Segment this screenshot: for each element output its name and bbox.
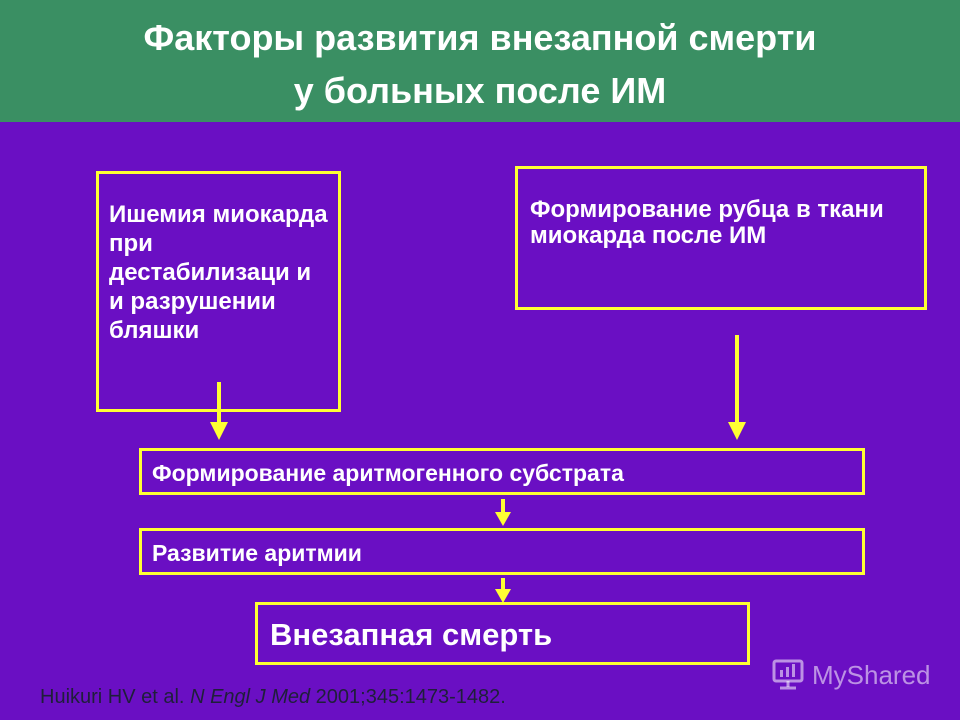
- scar-text-line-1: Формирование рубца в ткани: [530, 196, 884, 223]
- scar-box: Формирование рубца в ткани миокарда посл…: [515, 166, 927, 310]
- ischemia-box: Ишемия миокарда при дестабилизаци и и ра…: [96, 171, 341, 412]
- arrow-substrate-to-arrhythmia: [495, 499, 511, 526]
- arrow-ischemia-to-substrate: [210, 382, 228, 440]
- sudden-death-text: Внезапная смерть: [270, 617, 553, 652]
- substrate-text: Формирование аритмогенного субстрата: [152, 460, 624, 486]
- title-line-2: у больных после ИМ: [293, 70, 667, 111]
- presentation-icon: [772, 659, 804, 690]
- ischemia-text: Ишемия миокарда при дестабилизаци и и ра…: [109, 201, 328, 344]
- title-banner: Факторы развития внезапной смерти у боль…: [0, 0, 960, 122]
- arrow-arrhythmia-to-death: [495, 578, 511, 603]
- citation-authors: Huikuri HV et al.: [40, 686, 191, 708]
- arrhythmia-box: Развитие аритмии: [139, 528, 865, 575]
- arrhythmogenic-substrate-box: Формирование аритмогенного субстрата: [139, 448, 865, 495]
- sudden-death-box: Внезапная смерть: [255, 602, 750, 665]
- citation-details: 2001;345:1473-1482.: [310, 686, 506, 708]
- citation: Huikuri HV et al. N Engl J Med 2001;345:…: [40, 686, 506, 709]
- scar-text-line-2: миокарда после ИМ: [530, 222, 767, 249]
- citation-journal: N Engl J Med: [190, 686, 311, 708]
- arrhythmia-text: Развитие аритмии: [152, 540, 362, 566]
- watermark-text: MyShared: [812, 660, 931, 690]
- title-line-1: Факторы развития внезапной смерти: [143, 17, 817, 58]
- arrow-scar-to-substrate: [728, 335, 746, 440]
